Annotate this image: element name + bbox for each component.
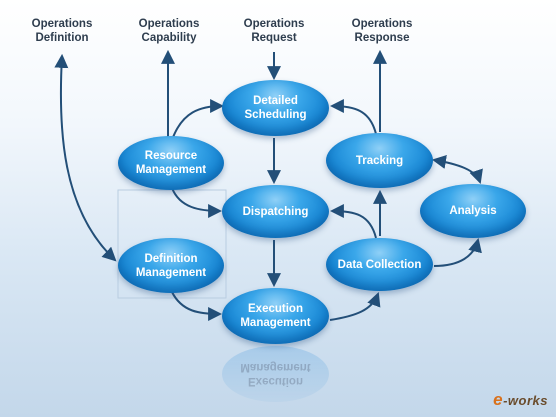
arrow-tracking-analysis: [431, 155, 483, 184]
eworks-watermark: e-works: [493, 390, 548, 410]
label-line: Operations: [138, 18, 200, 30]
node-label: Analysis: [449, 205, 497, 217]
label-line: Definition: [35, 32, 89, 44]
node-label: Definition: [144, 252, 198, 265]
node-resource-management[interactable]: Resource Management: [118, 136, 224, 190]
execution-management-reflection: Execution Management: [222, 346, 329, 402]
node-analysis[interactable]: Analysis: [420, 184, 526, 238]
node-execution-management[interactable]: Execution Management: [222, 288, 329, 344]
label-line: Response: [354, 32, 410, 44]
node-label: Management: [135, 164, 207, 176]
node-label: Execution: [248, 303, 303, 315]
node-tracking[interactable]: Tracking: [326, 133, 433, 188]
node-label: Data Collection: [337, 258, 422, 271]
arrow-execution-datacollection: [329, 292, 381, 321]
reflection-label: Execution: [248, 375, 303, 387]
watermark-text: -works: [503, 393, 548, 408]
label-operations-definition: Operations Definition: [7, 17, 117, 45]
node-dispatching[interactable]: Dispatching: [222, 185, 329, 238]
node-definition-management[interactable]: Definition Management: [118, 238, 224, 293]
label-operations-capability: Operations Capability: [114, 17, 224, 45]
label-line: Request: [251, 32, 297, 44]
node-label: Management: [240, 317, 311, 329]
arrow-opdef-defmgmt: [54, 53, 117, 262]
label-line: Operations: [351, 18, 413, 30]
arrow-tracking-detailed: [329, 99, 377, 135]
label-operations-response: Operations Response: [327, 17, 437, 45]
arrow-definition-execution: [171, 291, 223, 321]
node-label: Dispatching: [242, 205, 309, 218]
label-operations-request: Operations Request: [219, 17, 329, 45]
watermark-e: e: [493, 390, 504, 409]
node-data-collection[interactable]: Data Collection: [326, 238, 433, 291]
arrow-datacollection-dispatching: [329, 204, 377, 239]
node-detailed-scheduling[interactable]: Detailed Scheduling: [222, 80, 329, 136]
label-line: Capability: [141, 32, 197, 44]
label-line: Operations: [31, 18, 93, 30]
node-label: Scheduling: [244, 109, 307, 121]
arrow-resource-detailed: [171, 99, 225, 141]
node-label: Tracking: [355, 154, 404, 167]
arrow-resource-dispatching: [171, 187, 223, 218]
node-label: Detailed: [253, 95, 298, 107]
node-label: Resource: [144, 150, 198, 162]
reflection-label: Management: [240, 361, 311, 373]
arrow-datacollection-analysis: [433, 237, 482, 267]
label-line: Operations: [243, 18, 305, 30]
node-label: Management: [135, 266, 207, 279]
